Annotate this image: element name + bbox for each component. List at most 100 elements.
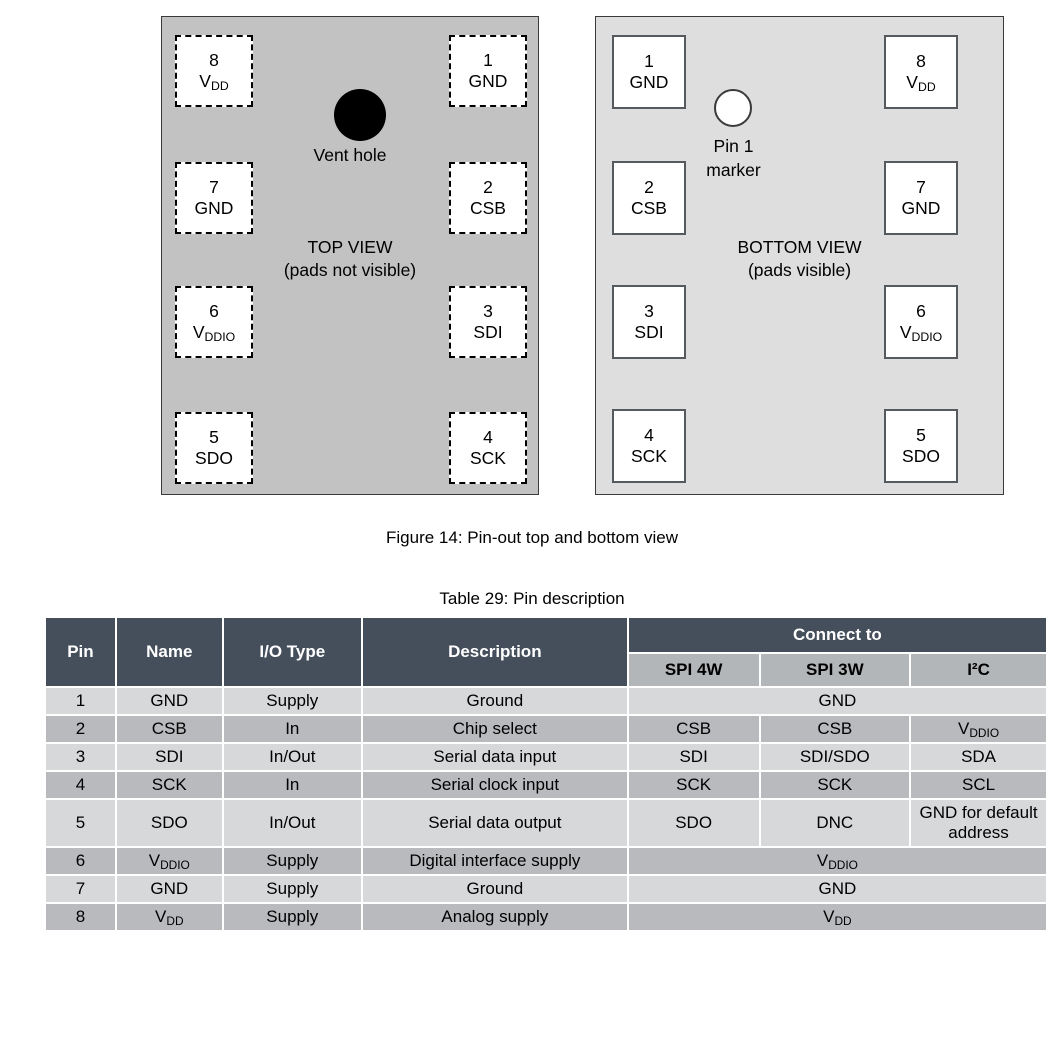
pin-1-marker-icon [714,89,752,127]
cell-io-type: In [223,772,361,798]
cell-i2c: GND for default address [911,800,1046,846]
table-row: 4 SCK In Serial clock input SCK SCK SCL [46,772,1046,798]
pad-bottom-2: 2 CSB [612,161,686,235]
pad-label: SDO [902,446,940,466]
pad-label: GND [901,198,941,218]
bottom-view-title: BOTTOM VIEW [737,237,862,257]
cell-spi-3w: CSB [760,716,910,742]
vent-hole-label: Vent hole [313,145,387,165]
pad-label: GND [194,198,234,218]
pad-label: GND [468,71,508,91]
pad-subscript: DDIO [911,329,943,344]
table-row: 7 GND Supply Ground GND [46,876,1046,902]
pad-label: VDD [199,71,229,93]
pad-top-8: 8 VDD [175,35,253,107]
pad-top-4: 4 SCK [449,412,527,484]
cell-name: SDO [116,800,222,846]
cell-name: CSB [116,716,222,742]
pad-top-7: 7 GND [175,162,253,234]
cell-pin: 1 [46,688,115,714]
pad-number: 4 [483,427,493,448]
pad-number: 2 [483,177,493,198]
cell-spi-4w: CSB [628,716,759,742]
cell-pin: 7 [46,876,115,902]
cell-name: GND [116,688,222,714]
cell-connect-merged: VDD [628,904,1046,930]
column-header-i2c: I²C [911,654,1046,686]
cell-i2c: VDDIO [911,716,1046,742]
pad-top-6: 6 VDDIO [175,286,253,358]
cell-name: SDI [116,744,222,770]
pad-number: 4 [644,425,654,446]
cell-io-type: Supply [223,688,361,714]
pad-bottom-7: 7 GND [884,161,958,235]
pad-label: SDO [195,448,233,468]
pin-1-marker-label: Pin 1 marker [656,135,811,182]
cell-io-type: In/Out [223,800,361,846]
cell-description: Chip select [362,716,627,742]
pad-subscript: DD [210,78,229,93]
cell-pin: 4 [46,772,115,798]
pad-number: 6 [916,301,926,322]
pin-1-marker-label-line2: marker [706,159,761,180]
top-view-title: TOP VIEW [307,237,393,257]
cell-pin: 2 [46,716,115,742]
pad-number: 8 [209,50,219,71]
pad-label: VDDIO [192,322,236,344]
pad-bottom-4: 4 SCK [612,409,686,483]
pin-1-marker-label-line1: Pin 1 [713,136,754,156]
cell-spi-4w: SCK [628,772,759,798]
table-caption: Table 29: Pin description [439,589,625,608]
pad-number: 2 [644,177,654,198]
pad-number: 7 [209,177,219,198]
bottom-view-caption: BOTTOM VIEW (pads visible) [596,236,1003,282]
cell-pin: 3 [46,744,115,770]
pad-bottom-5: 5 SDO [884,409,958,483]
pad-label: SCK [470,448,506,468]
cell-spi-3w: DNC [760,800,910,846]
pinout-figure: 8 VDD 1 GND 7 GND 2 CSB 6 VDDIO 3 SDI 5 … [0,0,1064,547]
pad-number: 8 [916,51,926,72]
pad-label: CSB [470,198,506,218]
pad-bottom-6: 6 VDDIO [884,285,958,359]
cell-description: Ground [362,688,627,714]
pad-subscript: DD [917,79,936,94]
table-row: 8 VDD Supply Analog supply VDD [46,904,1046,930]
pad-number: 3 [644,301,654,322]
pad-number: 3 [483,301,493,322]
table-header-row-sub: SPI 4W SPI 3W I²C [46,654,1046,686]
cell-spi-4w: SDO [628,800,759,846]
table-row: 5 SDO In/Out Serial data output SDO DNC … [46,800,1046,846]
cell-name: VDDIO [116,848,222,874]
pad-number: 5 [209,427,219,448]
cell-pin: 6 [46,848,115,874]
pad-bottom-3: 3 SDI [612,285,686,359]
pad-number: 5 [916,425,926,446]
table-row: 6 VDDIO Supply Digital interface supply … [46,848,1046,874]
column-header-description: Description [362,618,627,686]
column-header-io-type: I/O Type [223,618,361,686]
top-view-caption: TOP VIEW (pads not visible) [162,236,538,282]
pad-bottom-8: 8 VDD [884,35,958,109]
column-header-spi-4w: SPI 4W [628,654,759,686]
cell-description: Digital interface supply [362,848,627,874]
column-header-pin: Pin [46,618,115,686]
cell-connect-merged: GND [628,876,1046,902]
figure-caption: Figure 14: Pin-out top and bottom view [386,528,678,547]
cell-pin: 5 [46,800,115,846]
pad-number: 7 [916,177,926,198]
cell-description: Serial data input [362,744,627,770]
cell-spi-3w: SDI/SDO [760,744,910,770]
pad-label: VDD [906,72,936,94]
cell-description: Serial data output [362,800,627,846]
package-top-view: 8 VDD 1 GND 7 GND 2 CSB 6 VDDIO 3 SDI 5 … [161,16,539,495]
cell-io-type: In/Out [223,744,361,770]
vent-hole-icon [334,89,386,141]
cell-i2c: SCL [911,772,1046,798]
cell-io-type: In [223,716,361,742]
table-row: 1 GND Supply Ground GND [46,688,1046,714]
pad-top-3: 3 SDI [449,286,527,358]
cell-spi-4w: SDI [628,744,759,770]
pad-label: SDI [473,322,503,342]
pad-label: SCK [631,446,667,466]
